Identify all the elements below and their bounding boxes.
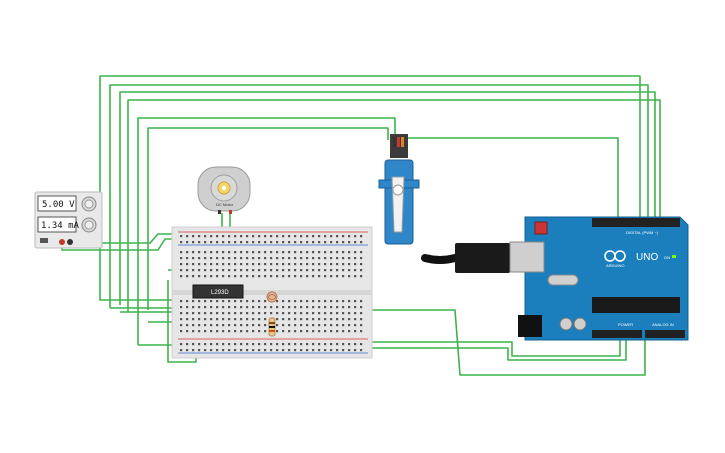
current-readout: 1.34 mA <box>41 221 80 231</box>
wire-25[interactable] <box>370 335 627 361</box>
power-switch[interactable] <box>40 238 48 243</box>
dc-motor[interactable]: DC Motor <box>197 166 251 214</box>
wire-8[interactable] <box>70 233 175 244</box>
wire-6[interactable] <box>147 127 389 310</box>
power-header-label: POWER <box>618 322 633 327</box>
wire-4[interactable] <box>127 99 661 312</box>
capacitor-2 <box>573 317 587 331</box>
crystal <box>547 274 579 286</box>
arduino-brand: ARDUINO <box>606 263 624 268</box>
on-led-label: ON <box>664 255 670 260</box>
reset-button[interactable] <box>534 221 548 235</box>
analog-header-label: ANALOG IN <box>652 322 674 327</box>
analog-header[interactable] <box>645 330 685 338</box>
power-header[interactable] <box>592 330 642 338</box>
current-display <box>37 216 77 233</box>
servo-motor[interactable] <box>378 134 420 245</box>
resistor[interactable] <box>268 317 276 337</box>
photoresistor[interactable] <box>266 291 278 303</box>
digital-header-label: DIGITAL (PWM ~) <box>626 230 659 235</box>
motor-label: DC Motor <box>216 202 234 207</box>
arduino-model: UNO <box>636 252 658 263</box>
arduino-uno[interactable]: DIGITAL (PWM ~) ARDUINO UNO ON POWER ANA… <box>509 216 689 341</box>
wire-7[interactable] <box>405 137 619 220</box>
usb-port[interactable] <box>509 241 545 273</box>
voltage-readout: 5.00 V <box>42 200 75 210</box>
power-supply[interactable]: 5.00 V 1.34 mA <box>34 191 103 249</box>
positive-terminal[interactable] <box>59 239 65 245</box>
power-led <box>672 255 676 258</box>
breadboard-holes <box>180 235 363 352</box>
digital-header[interactable] <box>592 218 680 227</box>
wire-23[interactable] <box>230 309 646 376</box>
power-jack[interactable] <box>518 315 542 337</box>
voltage-display <box>37 195 77 212</box>
wire-1[interactable] <box>99 75 641 301</box>
wire-24[interactable] <box>370 335 621 357</box>
l293d-driver-chip[interactable]: L293D <box>192 284 244 299</box>
negative-terminal[interactable] <box>67 239 73 245</box>
wire-5[interactable] <box>137 117 396 345</box>
wire-2[interactable] <box>109 84 649 308</box>
arduino-logo-icon <box>604 250 626 262</box>
atmega-chip <box>592 297 680 313</box>
capacitor-1 <box>559 317 573 331</box>
chip-label: L293D <box>211 290 229 296</box>
wire-3[interactable] <box>119 91 656 305</box>
